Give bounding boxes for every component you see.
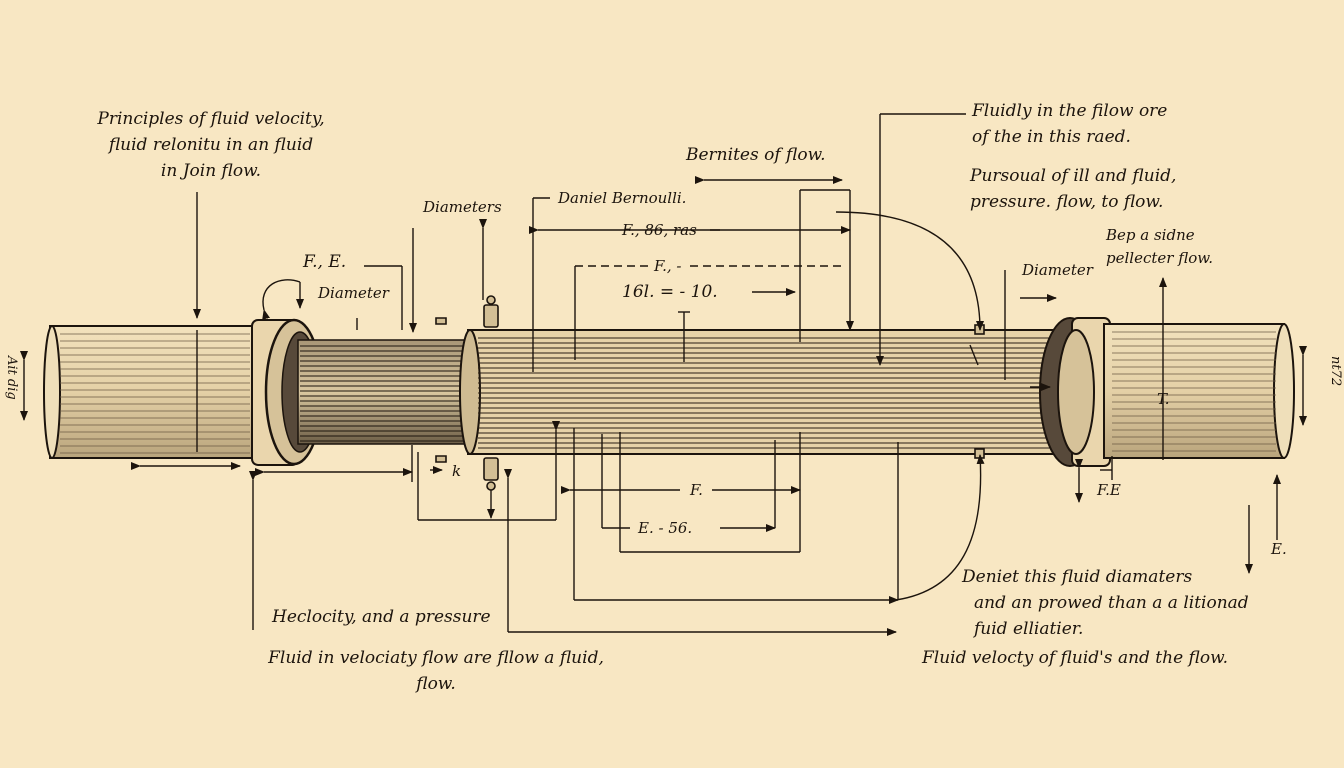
bep-line-1: Bep a sidne — [1106, 226, 1195, 244]
bep-line-2: pellecter flow. — [1106, 249, 1214, 267]
f-dash-label: F., - — [654, 257, 682, 275]
right-pipe — [1103, 323, 1295, 459]
t-right-label: T. — [1157, 390, 1170, 408]
pursoual-line-2: pressure. flow, to flow. — [970, 192, 1164, 212]
ratio-label: 16l. = - 10. — [622, 282, 718, 302]
e-right-label: E. — [1271, 540, 1287, 558]
fluidly-line-1: Fluidly in the filow ore — [972, 101, 1168, 121]
deniet-line-2: and an prowed than a a litionad — [974, 593, 1249, 613]
f86-label: F., 86, ras — [622, 221, 697, 239]
principles-line-2: fluid relonitu in an fluid — [108, 135, 314, 155]
pursoual-label: Pursoual of ill and fluid, pressure. flo… — [970, 163, 1176, 215]
fe-label: F., E. — [303, 252, 347, 272]
left-core — [297, 339, 471, 445]
principles-line-3: in Join flow. — [160, 161, 262, 181]
principles-line-1: Principles of fluid velocity, — [97, 109, 325, 129]
daniel-bernoulli-label: Daniel Bernoulli. — [558, 189, 687, 207]
fluid-velocity-line-2: flow. — [416, 674, 456, 694]
heclocity-label: Heclocity, and a pressure — [272, 607, 491, 627]
fe-right-label: F.E — [1097, 481, 1121, 499]
k-label: k — [452, 462, 462, 480]
fluid-velocity-line-1: Fluid in velociaty flow are fllow a flui… — [268, 648, 604, 668]
left-pipe — [43, 325, 271, 459]
bep-label: Bep a sidne pellecter flow. — [1106, 224, 1213, 270]
leader-lines — [20, 113, 1307, 636]
f-mid-label: F. — [690, 481, 703, 499]
deniet-line-1: Deniet this fluid diamaters — [962, 567, 1193, 587]
right-flange — [1039, 317, 1111, 467]
main-pipe — [459, 329, 1081, 455]
fluidly-label: Fluidly in the filow ore of the in this … — [972, 98, 1167, 150]
diameter-right-label: Diameter — [1022, 261, 1093, 279]
fluid-velocity-label: Fluid in velociaty flow are fllow a flui… — [236, 645, 636, 697]
side-left-label: Ait dig — [4, 356, 19, 400]
diameter-left-label: Diameter — [318, 284, 389, 302]
deniet-label: Deniet this fluid diamaters and an prowe… — [962, 564, 1249, 642]
side-right-label: nt72 — [1328, 356, 1343, 387]
bernites-label: Bernites of flow. — [686, 145, 826, 165]
fluidly-line-2: of the in this raed. — [972, 127, 1131, 147]
deniet-line-3: fuid elliatier. — [974, 619, 1084, 639]
principles-label: Principles of fluid velocity, fluid relo… — [70, 106, 352, 184]
diameters-label: Diameters — [423, 198, 502, 216]
pursoual-line-1: Pursoual of ill and fluid, — [970, 166, 1177, 186]
e-mid-label: E. - 56. — [638, 519, 693, 537]
fluid-velocty-label: Fluid velocty of fluid's and the flow. — [922, 648, 1229, 668]
